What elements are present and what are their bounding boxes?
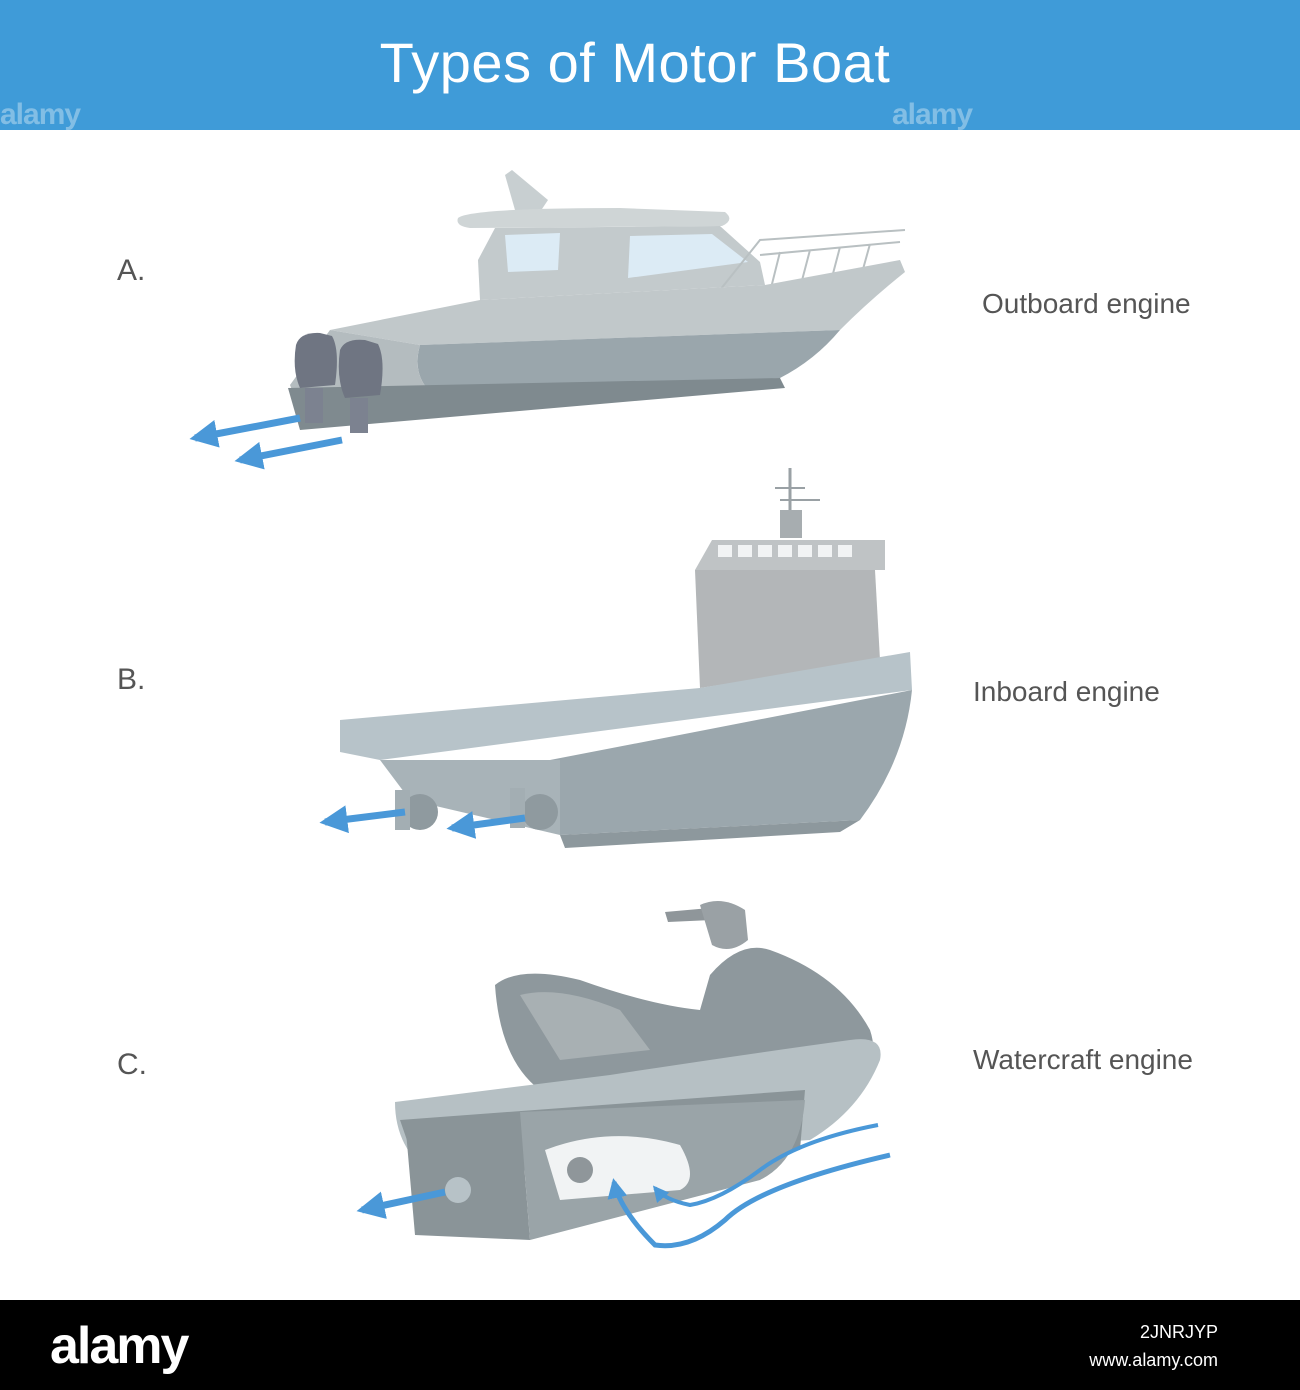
item-b-caption: Inboard engine [973, 676, 1160, 707]
thrust-arrow [319, 805, 406, 834]
header-banner [0, 0, 1300, 130]
workboat [319, 468, 912, 848]
footer-url: www.alamy.com [1089, 1350, 1218, 1370]
thrust-arrow [234, 436, 343, 470]
water-flow-arrow [607, 1152, 891, 1249]
footer-logo: alamy [50, 1317, 189, 1375]
personal-watercraft [356, 901, 891, 1249]
item-c-caption: Watercraft engine [973, 1044, 1193, 1075]
item-c-letter: C. [117, 1048, 147, 1081]
watermark: alamy [0, 98, 81, 131]
thrust-arrow [446, 811, 526, 839]
propeller [522, 794, 558, 830]
jet-nozzle [445, 1177, 471, 1203]
boat-illustrations [189, 170, 912, 1249]
propeller [402, 794, 438, 830]
footer-bar [0, 1300, 1300, 1390]
cabin-cruiser-boat [189, 170, 906, 470]
watermark: alamy [892, 98, 973, 131]
impeller [567, 1157, 593, 1183]
outboard-engine-right [338, 339, 383, 398]
item-a-letter: A. [117, 254, 146, 287]
image-id: 2JNRJYP [1139, 1322, 1218, 1342]
thrust-arrow [356, 1188, 446, 1219]
water-flow-arrow [652, 1123, 879, 1208]
page-title: Types of Motor Boat [379, 31, 891, 94]
thrust-arrow [189, 414, 301, 448]
item-b-letter: B. [117, 663, 146, 696]
outboard-engine-left [294, 332, 337, 388]
item-a-caption: Outboard engine [982, 288, 1191, 319]
